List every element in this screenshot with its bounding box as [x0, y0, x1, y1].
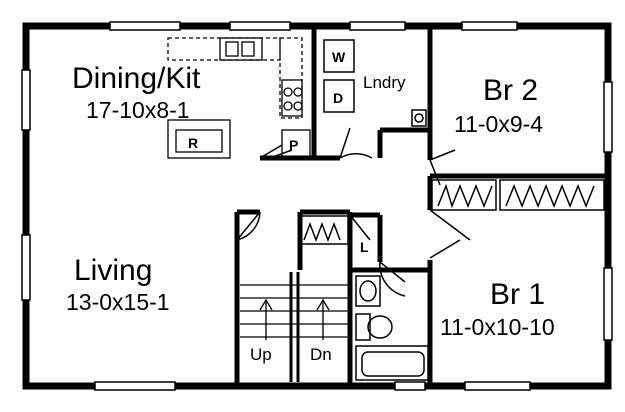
linen-closet-label: L [360, 239, 369, 255]
exterior-walls [22, 22, 612, 390]
stairs-down-label: Dn [310, 345, 332, 364]
living-name: Living [74, 254, 152, 287]
windows [21, 21, 613, 391]
door-swings [236, 127, 471, 297]
bedroom-1-size: 11-0x10-10 [440, 314, 555, 340]
kitchen-counters [167, 37, 311, 159]
pantry-label: P [289, 137, 298, 153]
laundry-appliances [323, 39, 427, 127]
closets [299, 179, 605, 245]
refrigerator-label: R [188, 135, 198, 151]
bedroom-2-name: Br 2 [483, 74, 538, 107]
interior-walls [234, 28, 606, 384]
stairs [240, 272, 348, 382]
bedroom-1-name: Br 1 [490, 278, 545, 311]
bedroom-2-size: 11-0x9-4 [454, 111, 543, 137]
dining-kitchen-name: Dining/Kit [72, 62, 201, 95]
washer-label: W [332, 49, 346, 65]
stairs-up-label: Up [250, 345, 272, 364]
dining-kitchen-size: 17-10x8-1 [86, 97, 190, 123]
living-size: 13-0x15-1 [66, 289, 170, 315]
laundry-name: Lndry [363, 73, 406, 92]
bathroom-fixtures [355, 275, 429, 381]
dryer-label: D [333, 90, 343, 106]
